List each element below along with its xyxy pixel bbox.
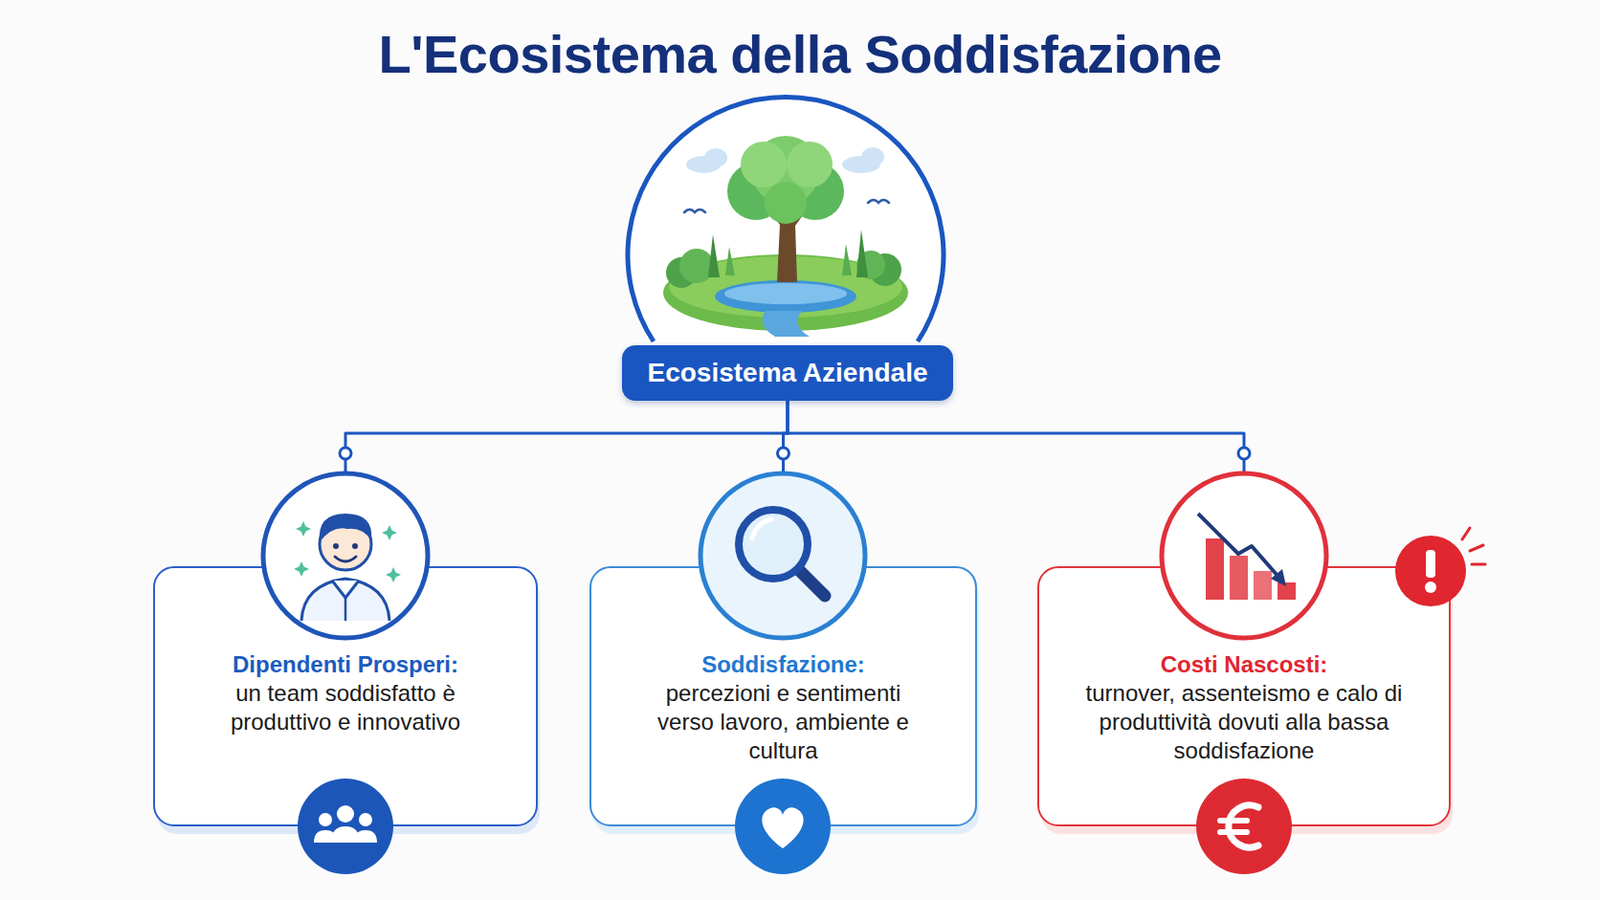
node-body: un team soddisfatto è produttivo e innov…: [206, 679, 485, 737]
root-pill: Ecosistema Aziendale: [622, 345, 953, 401]
tree: [727, 135, 845, 283]
connector-dot: [777, 447, 790, 460]
chart-icon: [1157, 469, 1331, 643]
heart-badge: [730, 774, 836, 880]
node-body: turnover, assenteismo e calo di produtti…: [1076, 679, 1412, 766]
diagram-title: L'Ecosistema della Soddisfazione: [0, 22, 1600, 86]
node-body: percezioni e sentimenti verso lavoro, am…: [646, 679, 920, 766]
connector-dot: [1238, 447, 1250, 460]
team-badge: [292, 774, 399, 880]
category-box: Soddisfazione:percezioni e sentimenti ve…: [589, 566, 978, 827]
category-box: Costi Nascosti:turnover, assenteismo e c…: [1037, 566, 1451, 827]
category-box: Dipendenti Prosperi:un team soddisfatto …: [153, 566, 538, 827]
connector-dot: [339, 447, 352, 460]
person-icon: [259, 469, 432, 643]
node-heading: Soddisfazione:: [646, 650, 920, 680]
search-icon: [696, 469, 869, 643]
illustration-circle: [627, 97, 944, 342]
node-heading: Dipendenti Prosperi:: [206, 650, 485, 680]
alert-badge: [1377, 518, 1493, 624]
node-heading: Ecosistema Aziendale: [646, 357, 928, 388]
euro-badge: [1191, 774, 1297, 880]
node-heading: Costi Nascosti:: [1076, 650, 1412, 680]
